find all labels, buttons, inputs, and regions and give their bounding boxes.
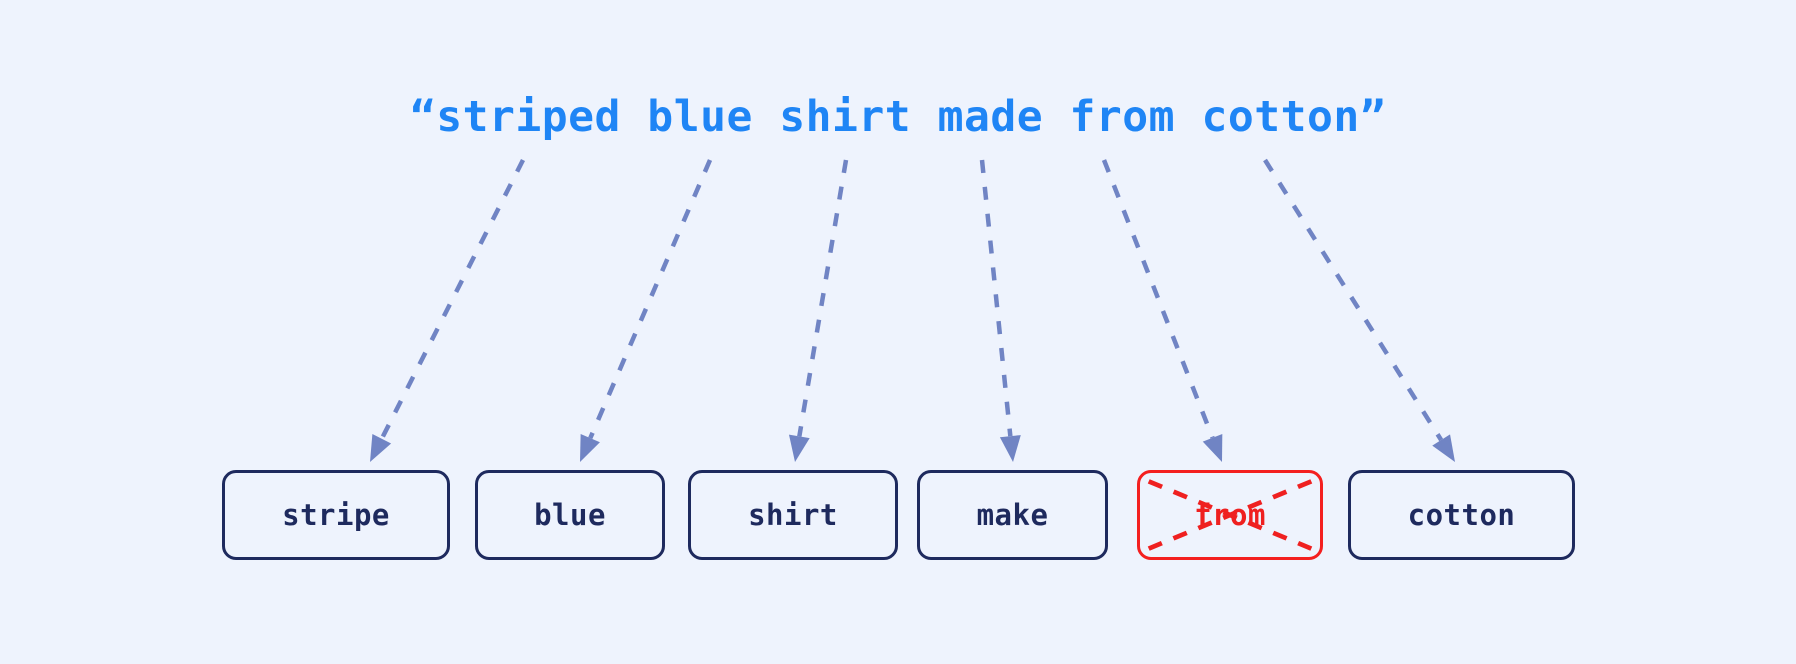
arrow-from-to-from: [1101, 159, 1223, 462]
arrow-made-to-make: [979, 159, 1021, 462]
token-label: shirt: [748, 498, 838, 532]
token-label: stripe: [282, 498, 390, 532]
token-box-stripe[interactable]: stripe: [222, 470, 450, 560]
arrow-blue-to-blue: [580, 159, 713, 462]
arrowhead-icon: [1202, 433, 1223, 462]
arrowhead-icon: [1432, 434, 1455, 462]
arrowhead-icon: [999, 435, 1021, 462]
token-box-make[interactable]: make: [917, 470, 1108, 560]
token-label: make: [976, 498, 1049, 532]
token-label: cotton: [1407, 498, 1516, 532]
arrow-shirt-to-shirt: [788, 159, 849, 462]
token-box-from[interactable]: from: [1137, 470, 1323, 560]
token-box-blue[interactable]: blue: [475, 470, 665, 560]
token-label: blue: [534, 498, 606, 532]
token-box-shirt[interactable]: shirt: [688, 470, 898, 560]
phrase-caption: “striped blue shirt made from cotton”: [409, 92, 1387, 142]
arrowhead-icon: [370, 434, 392, 462]
arrowhead-icon: [788, 434, 810, 462]
arrow-cotton-to-cotton: [1263, 158, 1455, 462]
arrow-striped-to-stripe: [370, 158, 526, 462]
arrowhead-icon: [580, 433, 600, 462]
token-label: from: [1194, 498, 1266, 532]
token-box-cotton[interactable]: cotton: [1348, 470, 1575, 560]
